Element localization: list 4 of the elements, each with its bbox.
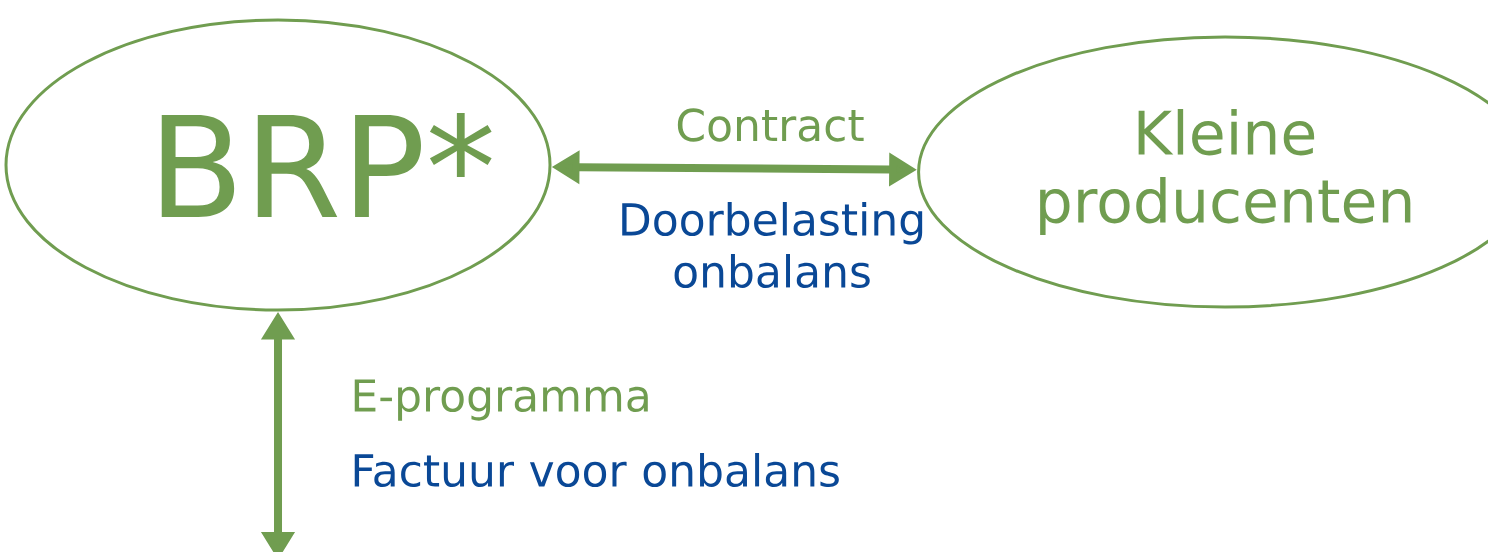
label: Factuur voor onbalans: [354, 452, 839, 488]
edge-label: E-programma: [354, 379, 648, 421]
edge-label: Contract: [677, 108, 864, 142]
ellipse-node: BRP*: [4, 18, 552, 312]
